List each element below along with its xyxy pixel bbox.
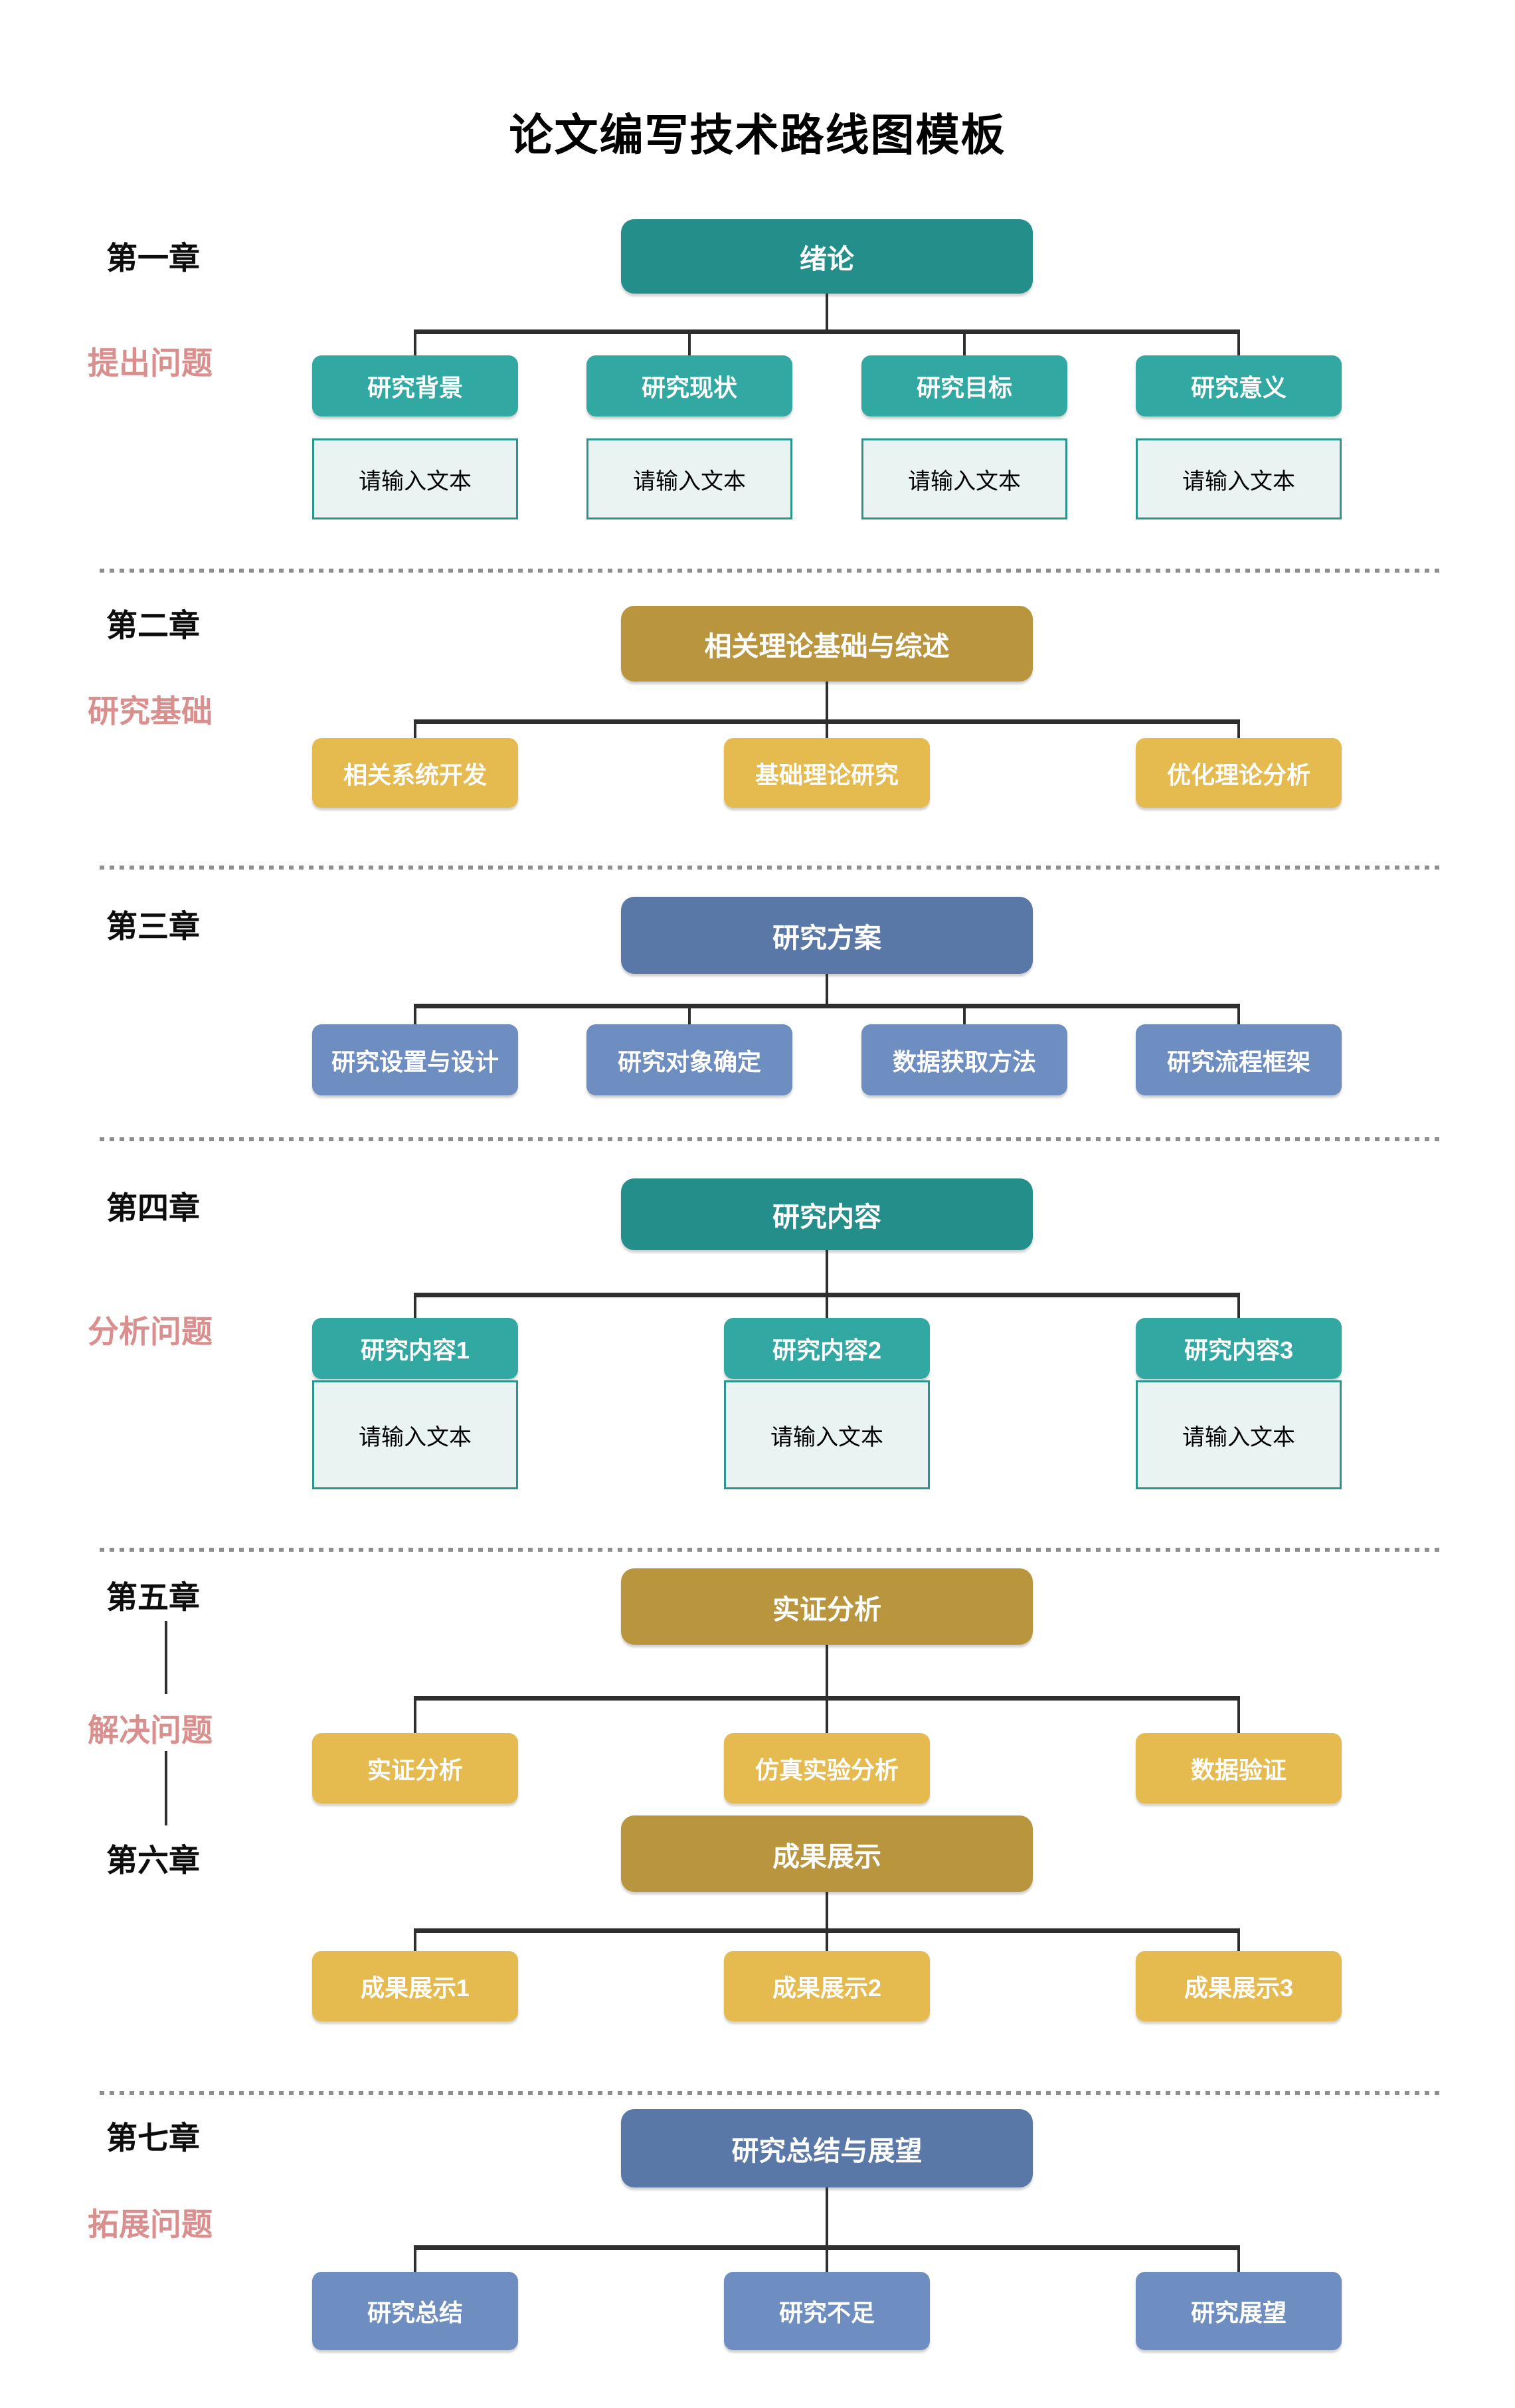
connector-line [688,1008,691,1024]
connector-line [826,2187,828,2249]
chapter-7-child-box: 研究不足 [724,2272,930,2350]
chapter-7-root-box: 研究总结与展望 [621,2109,1033,2187]
text-input-placeholder[interactable]: 请输入文本 [724,1380,930,1489]
connector-line [414,1008,416,1024]
connector-line [826,1701,828,1733]
chapter-7-child-box: 研究总结 [312,2272,518,2350]
chapter-5-child-box: 实证分析 [312,1733,518,1804]
chapter-3-child-box: 研究流程框架 [1136,1024,1342,1095]
connector-line [414,1928,1240,1933]
chapter-link-line [165,1621,167,1694]
chapter-6-root-box: 成果展示 [621,1815,1033,1892]
connector-line [826,974,828,1006]
chapter-5-label: 第五章 [106,1580,200,1615]
separator-line [100,569,1441,573]
chapter-3-label: 第三章 [106,909,200,944]
separator-line [100,1137,1441,1141]
connector-line [688,334,691,355]
connector-line [414,2245,1240,2250]
text-input-placeholder[interactable]: 请输入文本 [312,438,518,519]
separator-line [100,1548,1441,1552]
connector-line [414,1696,1240,1701]
chapter-5-root-box: 实证分析 [621,1568,1033,1645]
connector-line [414,1297,416,1318]
connector-line [1237,1933,1240,1951]
connector-line [1237,1008,1240,1024]
chapter-1-child-box: 研究意义 [1136,355,1342,417]
chapter-5-child-box: 仿真实验分析 [724,1733,930,1804]
connector-line [414,2250,416,2272]
connector-line [826,682,828,722]
chapter-link-line [165,1751,167,1825]
chapter-4-phase-label: 分析问题 [88,1314,213,1349]
connector-line [414,1293,1240,1297]
connector-line [414,1004,1240,1008]
connector-line [414,719,1240,724]
chapter-2-child-box: 优化理论分析 [1136,738,1342,808]
chapter-3-child-box: 数据获取方法 [861,1024,1067,1095]
chapter-6-child-box: 成果展示1 [312,1951,518,2021]
connector-line [414,1701,416,1733]
connector-line [826,294,828,332]
chapter-1-phase-label: 提出问题 [88,345,213,381]
chapter-2-label: 第二章 [106,608,200,643]
chapter-7-label: 第七章 [106,2120,200,2156]
chapter-1-label: 第一章 [106,240,200,276]
connector-line [414,724,416,738]
chapter-6-child-box: 成果展示3 [1136,1951,1342,2021]
chapter-1-child-box: 研究现状 [586,355,792,417]
page-title: 论文编写技术路线图模板 [509,110,1006,159]
chapter-1-child-box: 研究背景 [312,355,518,417]
chapter-4-root-box: 研究内容 [621,1178,1033,1250]
connector-line [826,1892,828,1931]
connector-line [826,1645,828,1699]
connector-line [963,1008,966,1024]
connector-line [414,1933,416,1951]
connector-line [826,1933,828,1951]
chapter-3-child-box: 研究设置与设计 [312,1024,518,1095]
separator-line [100,2091,1441,2095]
text-input-placeholder[interactable]: 请输入文本 [1136,438,1342,519]
separator-line [100,866,1441,870]
connector-line [414,329,1240,334]
chapter-6-label: 第六章 [106,1843,200,1878]
chapter-2-phase-label: 研究基础 [88,694,213,729]
chapter-3-root-box: 研究方案 [621,897,1033,974]
chapter-4-child-box: 研究内容1 [312,1318,518,1379]
chapter-5-child-box: 数据验证 [1136,1733,1342,1804]
text-input-placeholder[interactable]: 请输入文本 [586,438,792,519]
connector-line [826,1297,828,1318]
connector-line [1237,2250,1240,2272]
text-input-placeholder[interactable]: 请输入文本 [312,1380,518,1489]
chapter-4-child-box: 研究内容3 [1136,1318,1342,1379]
connector-line [1237,724,1240,738]
text-input-placeholder[interactable]: 请输入文本 [1136,1380,1342,1489]
chapter-7-phase-label: 拓展问题 [88,2207,213,2242]
chapter-1-root-box: 绪论 [621,219,1033,294]
chapter-2-child-box: 基础理论研究 [724,738,930,808]
chapter-4-label: 第四章 [106,1190,200,1226]
connector-line [1237,334,1240,355]
chapter-2-root-box: 相关理论基础与综述 [621,606,1033,682]
chapter-4-child-box: 研究内容2 [724,1318,930,1379]
connector-line [414,334,416,355]
connector-line [1237,1297,1240,1318]
text-input-placeholder[interactable]: 请输入文本 [861,438,1067,519]
connector-line [826,2250,828,2272]
chapter-5-phase-label: 解决问题 [88,1713,213,1748]
connector-line [826,1250,828,1295]
connector-line [826,724,828,738]
chapter-1-child-box: 研究目标 [861,355,1067,417]
connector-line [963,334,966,355]
chapter-6-child-box: 成果展示2 [724,1951,930,2021]
chapter-2-child-box: 相关系统开发 [312,738,518,808]
chapter-7-child-box: 研究展望 [1136,2272,1342,2350]
chapter-3-child-box: 研究对象确定 [586,1024,792,1095]
connector-line [1237,1701,1240,1733]
